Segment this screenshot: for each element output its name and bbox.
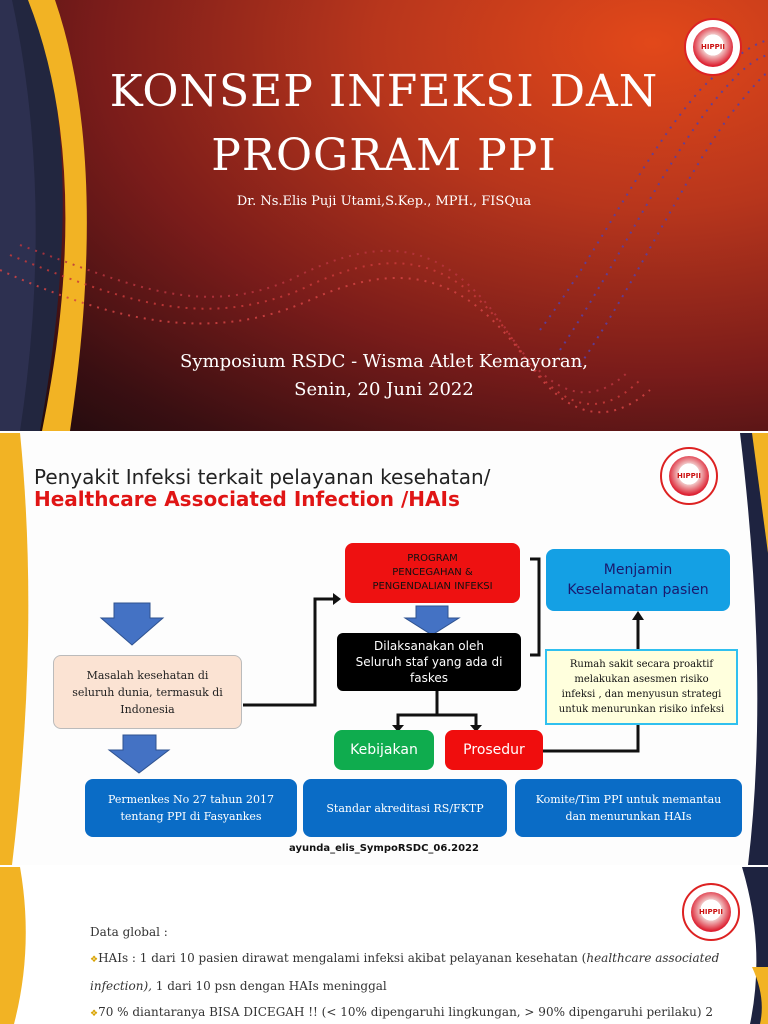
komite-ppi-box: Komite/Tim PPI untuk memantau dan menuru… [515, 779, 742, 837]
slide2-subtitle: Healthcare Associated Infection /HAIs [34, 487, 460, 511]
event-line-2: Senin, 20 Juni 2022 [0, 376, 768, 404]
dilaksanakan-box: Dilaksanakan oleh Seluruh staf yang ada … [337, 633, 521, 691]
slide2-title: Penyakit Infeksi terkait pelayanan keseh… [34, 465, 490, 489]
standar-akreditasi-box: Standar akreditasi RS/FKTP [303, 779, 507, 837]
bullet-icon: ❖ [90, 955, 98, 965]
bullet-hais: ❖HAIs : 1 dari 10 pasien dirawat mengala… [90, 945, 730, 999]
hippii-logo: HIPPII [660, 447, 718, 505]
title-line-1: KONSEP INFEKSI DAN [0, 60, 768, 124]
data-global-slide: HIPPII Data global : ❖HAIs : 1 dari 10 p… [0, 867, 768, 1024]
author-name: Dr. Ns.Elis Puji Utami,S.Kep., MPH., FIS… [0, 194, 768, 209]
logo-text: HIPPII [693, 27, 733, 67]
hais-slide: Penyakit Infeksi terkait pelayanan keseh… [0, 433, 768, 865]
masalah-kesehatan-box: Masalah kesehatan di seluruh dunia, term… [53, 655, 242, 729]
program-ppi-box: PROGRAM PENCEGAHAN & PENGENDALIAN INFEKS… [345, 543, 520, 603]
logo-text: HIPPII [669, 456, 709, 496]
rumah-sakit-box: Rumah sakit secara proaktif melakukan as… [545, 649, 738, 725]
kebijakan-box: Kebijakan [334, 730, 434, 770]
slide2-caption: ayunda_elis_SympoRSDC_06.2022 [0, 843, 768, 854]
title-slide: KONSEP INFEKSI DAN PROGRAM PPI Dr. Ns.El… [0, 0, 768, 431]
event-line-1: Symposium RSDC - Wisma Atlet Kemayoran, [0, 348, 768, 376]
hippii-logo: HIPPII [684, 18, 742, 76]
bullet-icon: ❖ [90, 1009, 98, 1019]
menjamin-keselamatan-box: Menjamin Keselamatan pasien [546, 549, 730, 611]
data-global-text: Data global : ❖HAIs : 1 dari 10 pasien d… [90, 919, 730, 1024]
slide-title: KONSEP INFEKSI DAN PROGRAM PPI [0, 60, 768, 188]
data-global-heading: Data global : [90, 919, 730, 945]
prosedur-box: Prosedur [445, 730, 543, 770]
event-info: Symposium RSDC - Wisma Atlet Kemayoran, … [0, 348, 768, 404]
permenkes-box: Permenkes No 27 tahun 2017 tentang PPI d… [85, 779, 297, 837]
title-line-2: PROGRAM PPI [0, 124, 768, 188]
bullet-dicegah: ❖70 % diantaranya BISA DICEGAH !! (< 10%… [90, 999, 730, 1024]
